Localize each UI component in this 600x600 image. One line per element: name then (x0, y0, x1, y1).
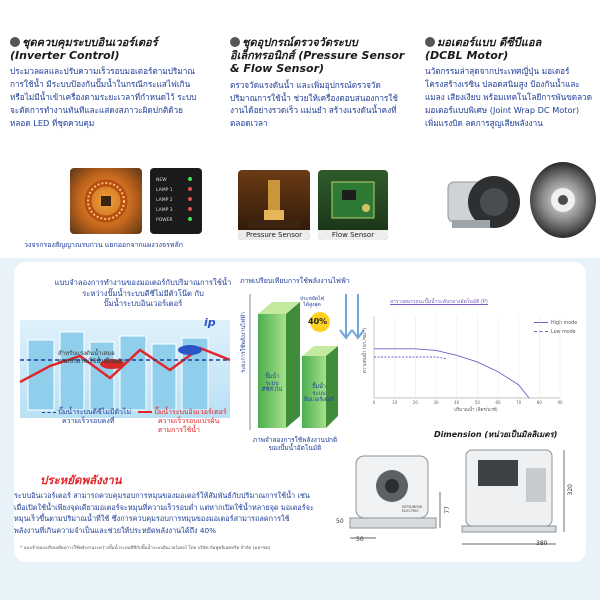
chart-series-line-high (374, 348, 530, 399)
chart-x-tick-label: 80 (537, 400, 543, 405)
flow-sensor-photo: Flow Sensor (318, 170, 388, 240)
pressure-sensor-photo: Pressure Sensor (238, 170, 310, 240)
flow-sensor-caption: Flow Sensor (318, 230, 388, 240)
pressure-sensor-caption: Pressure Sensor (238, 230, 310, 240)
chart-x-tick-label: 50 (475, 400, 481, 405)
led-indicators (188, 177, 192, 221)
control-panel-photo: NEW LAMP 1 LAMP 2 LAMP 3 POWER (150, 168, 202, 234)
bar-inverter-label: ปั๊มน้ำ ระบบ อินเวอร์เตอร์ (304, 384, 334, 404)
feature-title: มอเตอร์แบบ ดีซีบีแอล (DCBL Motor) (425, 36, 542, 63)
circuit-icon (331, 181, 375, 219)
solid-line-icon (138, 411, 152, 413)
saving-footnote: * แบบจำลองเปรียบเทียบการใช้พลังงานระหว่า… (20, 546, 271, 551)
photo-caption: วงจรกรองสัญญาณรบกวน แยกออกจากแผงวงจรหลัก (24, 241, 183, 249)
chart-x-tick-label: 90 (557, 400, 563, 405)
illustration-inner-note: สำหรับแรงดันน้ำเสมอ ตามปริมาณใช้น้ำเป็นห… (58, 350, 125, 365)
feature-desc: ประมวลผลและปรับความเร็วรอบมอเตอร์ตามปริม… (10, 66, 197, 129)
features-section: ชุดควบคุมระบบอินเวอร์เตอร์ (Inverter Con… (0, 0, 600, 258)
info-panel: แบบจำลองการทำงานของมอเตอร์กับปริมาณการใช… (14, 262, 586, 562)
dim-side-b: 50 (356, 536, 364, 543)
chart-x-tick-label: 20 (413, 400, 419, 405)
dim-width: 380 (536, 540, 548, 547)
feature-desc: นวัตกรรมล่าสุดจากประเทศญี่ปุ่น มอเตอร์โค… (425, 66, 593, 129)
performance-chart: 0 10 20 30 40 50 60 70 80 90 (373, 316, 563, 405)
chart-x-tick-label: 60 (495, 400, 501, 405)
feature-inverter-control: ชุดควบคุมระบบอินเวอร์เตอร์ (Inverter Con… (10, 36, 200, 130)
motor-closeup-photo (530, 162, 596, 238)
gear-icon (425, 37, 435, 47)
saving-label: ประหยัดไฟ ได้สูงสุด (300, 296, 325, 308)
dimension-title: Dimension (หน่วยเป็นมิลลิเมตร) (434, 430, 558, 439)
legend-high: High mode (534, 320, 577, 329)
chart-x-tick-label: 70 (516, 400, 522, 405)
gear-icon (230, 37, 240, 47)
coil-icon (84, 179, 128, 223)
legend-dc-pump: ปั๊มน้ำระบบดีซีไม่มีตัวไม่ ความเร็วรอบคง… (42, 408, 131, 426)
compare-caption: ภาพจำลองการใช้พลังงานปกติ ของปั๊มน้ำอัตโ… (252, 436, 338, 453)
brand-label: MITSUBISHI ELECTRIC (402, 505, 423, 514)
noise-filter-photo (70, 168, 142, 234)
ip-badge: ip (204, 316, 216, 329)
chart-x-tick-label: 40 (454, 400, 460, 405)
chart-title: สารางสมรรถนะปั๊มน้ำระดับกลางอัตโนมัติ (P… (390, 299, 488, 305)
saving-heading: ประหยัดพลังงาน (40, 473, 122, 487)
saving-percent: 40% (308, 317, 328, 326)
feature-pressure-flow-sensor: ชุดอุปกรณ์ตรวจวัดระบบ อิเล็กทรอนิกส์ (Pr… (230, 36, 405, 130)
dim-side-c: 77 (444, 506, 451, 514)
chart-xlabel: ปริมาณน้ำ (ลิตร/นาที) (454, 408, 498, 413)
chart-ylabel: ความดันน้ำ (กก./ซม.²) (363, 328, 368, 374)
chart-x-tick-label: 30 (433, 400, 439, 405)
feature-dcbl-motor: มอเตอร์แบบ ดีซีบีแอล (DCBL Motor) นวัตกร… (425, 36, 593, 130)
chart-legend: High mode Low mode (534, 320, 577, 337)
gear-icon (10, 37, 20, 47)
saving-body: ระบบอินเวอร์เตอร์ สามารถควบคุมรอบการหมุน… (14, 491, 314, 536)
bar-dc-label: ปั๊มน้ำ ระบบ ดีซีทั่วไป (262, 374, 283, 394)
dim-height: 320 (567, 484, 574, 496)
compare-axis-label: ระยะการใช้พลังงานไฟฟ้า (241, 312, 247, 373)
led-labels: NEW LAMP 1 LAMP 2 LAMP 3 POWER (156, 178, 173, 223)
legend-inverter-pump: ปั๊มน้ำระบบอินเวอร์เตอร์ ความเร็วรอบแปรผ… (138, 408, 227, 435)
rotor-icon (551, 188, 575, 212)
chart-x-tick-label: 0 (373, 400, 376, 405)
feature-title: ชุดอุปกรณ์ตรวจวัดระบบ อิเล็กทรอนิกส์ (Pr… (230, 36, 405, 76)
compare-title: ภาพเปรียบเทียบการใช้พลังงานไฟฟ้า (240, 277, 350, 285)
city-water-illustration (20, 320, 230, 418)
dashed-line-icon (42, 411, 56, 413)
feature-title-en: (Inverter Control) (10, 49, 120, 63)
chart-series-line-low (374, 356, 447, 360)
sensor-icon (248, 180, 300, 228)
dim-side-a: 50 (336, 518, 344, 525)
energy-compare-graphic (249, 294, 365, 430)
motor-icon (447, 176, 520, 228)
dimension-drawing (349, 449, 565, 545)
feature-title: ชุดควบคุมระบบอินเวอร์เตอร์ (Inverter Con… (10, 36, 158, 63)
chart-x-tick-label: 10 (392, 400, 398, 405)
motor-photo (438, 160, 528, 242)
illustration-title: แบบจำลองการทำงานของมอเตอร์กับปริมาณการใช… (54, 278, 232, 309)
feature-desc: ตรวจวัดแรงดันน้ำ และเพิ่มอุปกรณ์ตรวจวัดป… (230, 79, 398, 129)
legend-low: Low mode (534, 329, 577, 338)
